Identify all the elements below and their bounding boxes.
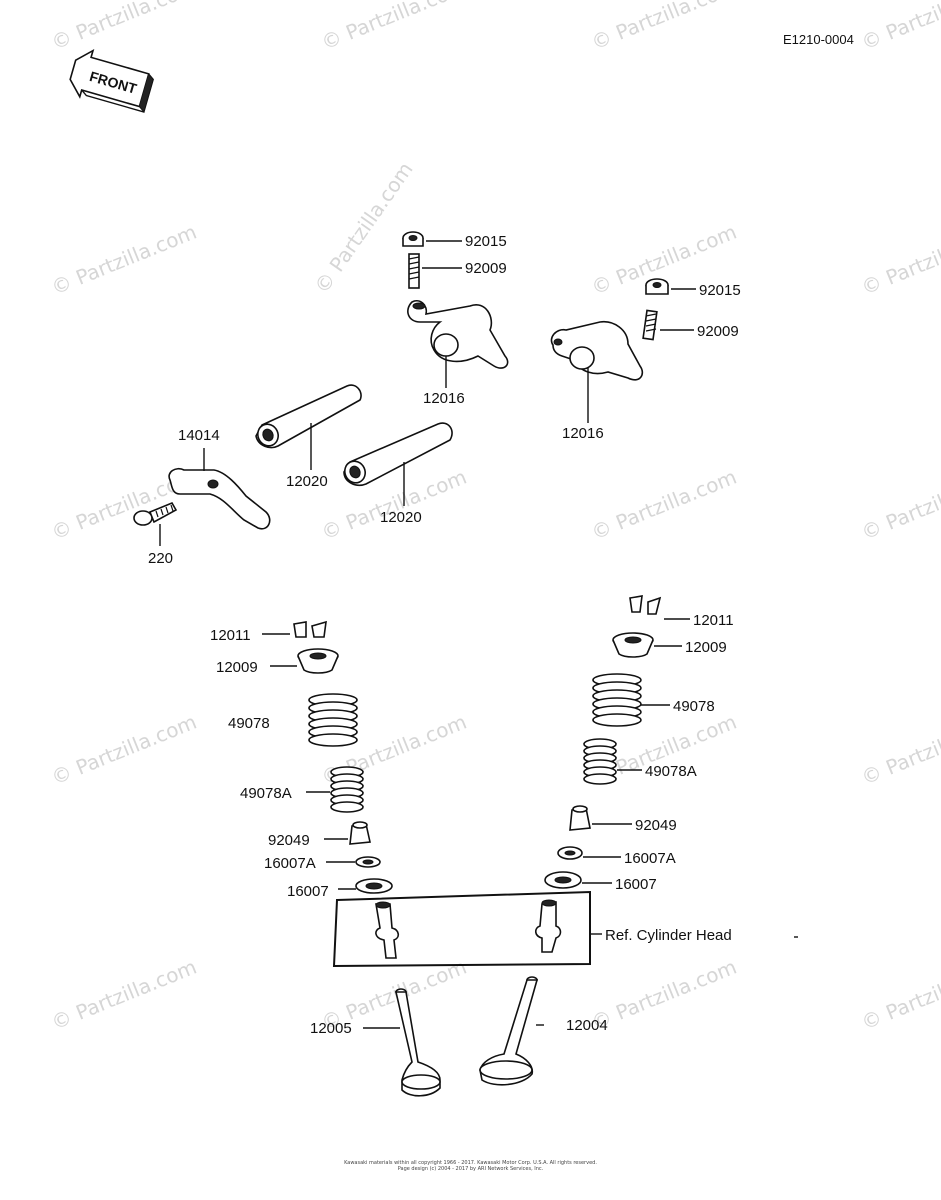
part-label: 92009	[697, 323, 739, 340]
part-label: 12016	[562, 425, 604, 442]
retainer-12009-left: 12009	[216, 648, 339, 676]
seat-16007-right: 16007	[544, 871, 657, 893]
watermark: © Partzilla.com	[48, 955, 200, 1035]
part-label: 12009	[216, 659, 258, 676]
footer-line-2: Page design (c) 2004 - 2017 by ARI Netwo…	[397, 1166, 544, 1172]
rocker-arm-12016-center: 12016	[407, 300, 509, 407]
nut-92015-right: 92015	[645, 278, 741, 299]
cylinder-head-reference: Ref. Cylinder Head	[332, 890, 732, 968]
spring-49078A-left: 49078A	[240, 766, 364, 813]
copyright-footer: Kawasaki materials within all copyright …	[0, 1160, 941, 1172]
part-label: 16007A	[264, 855, 316, 872]
footer-line-1: Kawasaki materials within all copyright …	[344, 1160, 597, 1166]
part-label: 92049	[268, 832, 310, 849]
rocker-shaft-12020-left: 12020	[255, 384, 362, 490]
watermark: © Partzilla.com	[588, 0, 740, 55]
watermark: © Partzilla.com	[309, 158, 417, 298]
watermark: © Partzilla.com	[858, 465, 941, 545]
part-label: 92009	[465, 260, 507, 277]
part-label: 92015	[465, 233, 507, 250]
nut-92015-center: 92015	[402, 231, 507, 250]
part-label: 14014	[178, 427, 220, 444]
part-label: 92049	[635, 817, 677, 834]
front-arrow-icon: FRONT	[69, 48, 154, 114]
part-label: 12020	[380, 509, 422, 526]
seal-92049-right: 92049	[569, 805, 677, 834]
bracket-14014: 14014	[168, 427, 271, 530]
part-label: 12020	[286, 473, 328, 490]
part-label: 12004	[566, 1017, 608, 1034]
watermark: © Partzilla.com	[858, 0, 941, 55]
part-label: 12011	[210, 627, 251, 644]
watermark: © Partzilla.com	[318, 465, 470, 545]
part-label: 92015	[699, 282, 741, 299]
cotter-12011-left: 12011	[210, 620, 327, 644]
part-label: 12005	[310, 1020, 352, 1037]
part-label: 16007	[615, 876, 657, 893]
part-label: 12016	[423, 390, 465, 407]
seat-16007A-right: 16007A	[557, 846, 676, 867]
reference-label: Ref. Cylinder Head	[605, 927, 732, 944]
part-label: 49078A	[240, 785, 292, 802]
retainer-12009-right: 12009	[612, 632, 727, 658]
part-label: 16007	[287, 883, 329, 900]
seat-16007-left: 16007	[287, 878, 393, 900]
watermark: © Partzilla.com	[48, 0, 200, 55]
valve-12005-exhaust: 12005	[310, 988, 441, 1097]
bolt-220: 220	[133, 501, 178, 567]
part-label: 49078	[673, 698, 715, 715]
watermark: © Partzilla.com	[858, 710, 941, 790]
screw-92009-center: 92009	[408, 253, 507, 289]
rocker-arm-12016-right: 12016	[550, 320, 644, 442]
rocker-shaft-12020-right: 12020	[343, 422, 453, 526]
diagram-code: E1210-0004	[783, 32, 854, 47]
watermark: © Partzilla.com	[48, 710, 200, 790]
screw-92009-right: 92009	[642, 309, 739, 341]
watermark: © Partzilla.com	[858, 955, 941, 1035]
part-label: 49078	[228, 715, 270, 732]
valve-12004-intake: 12004	[479, 976, 608, 1086]
part-label: 12011	[693, 612, 734, 629]
part-label: 16007A	[624, 850, 676, 867]
watermark-layer: © Partzilla.com © Partzilla.com © Partzi…	[48, 0, 941, 1035]
part-label: 12009	[685, 639, 727, 656]
spring-49078-right: 49078	[592, 673, 715, 727]
watermark: © Partzilla.com	[48, 220, 200, 300]
spring-49078-left: 49078	[228, 693, 358, 747]
seat-16007A-left: 16007A	[264, 855, 381, 872]
watermark: © Partzilla.com	[588, 465, 740, 545]
seal-92049-left: 92049	[268, 821, 371, 849]
spring-49078A-right: 49078A	[583, 738, 697, 785]
part-label: 220	[148, 550, 173, 567]
part-label: 49078A	[645, 763, 697, 780]
watermark: © Partzilla.com	[858, 220, 941, 300]
cotter-12011-right: 12011	[629, 595, 734, 629]
watermark: © Partzilla.com	[318, 0, 470, 55]
watermark: © Partzilla.com	[588, 955, 740, 1035]
